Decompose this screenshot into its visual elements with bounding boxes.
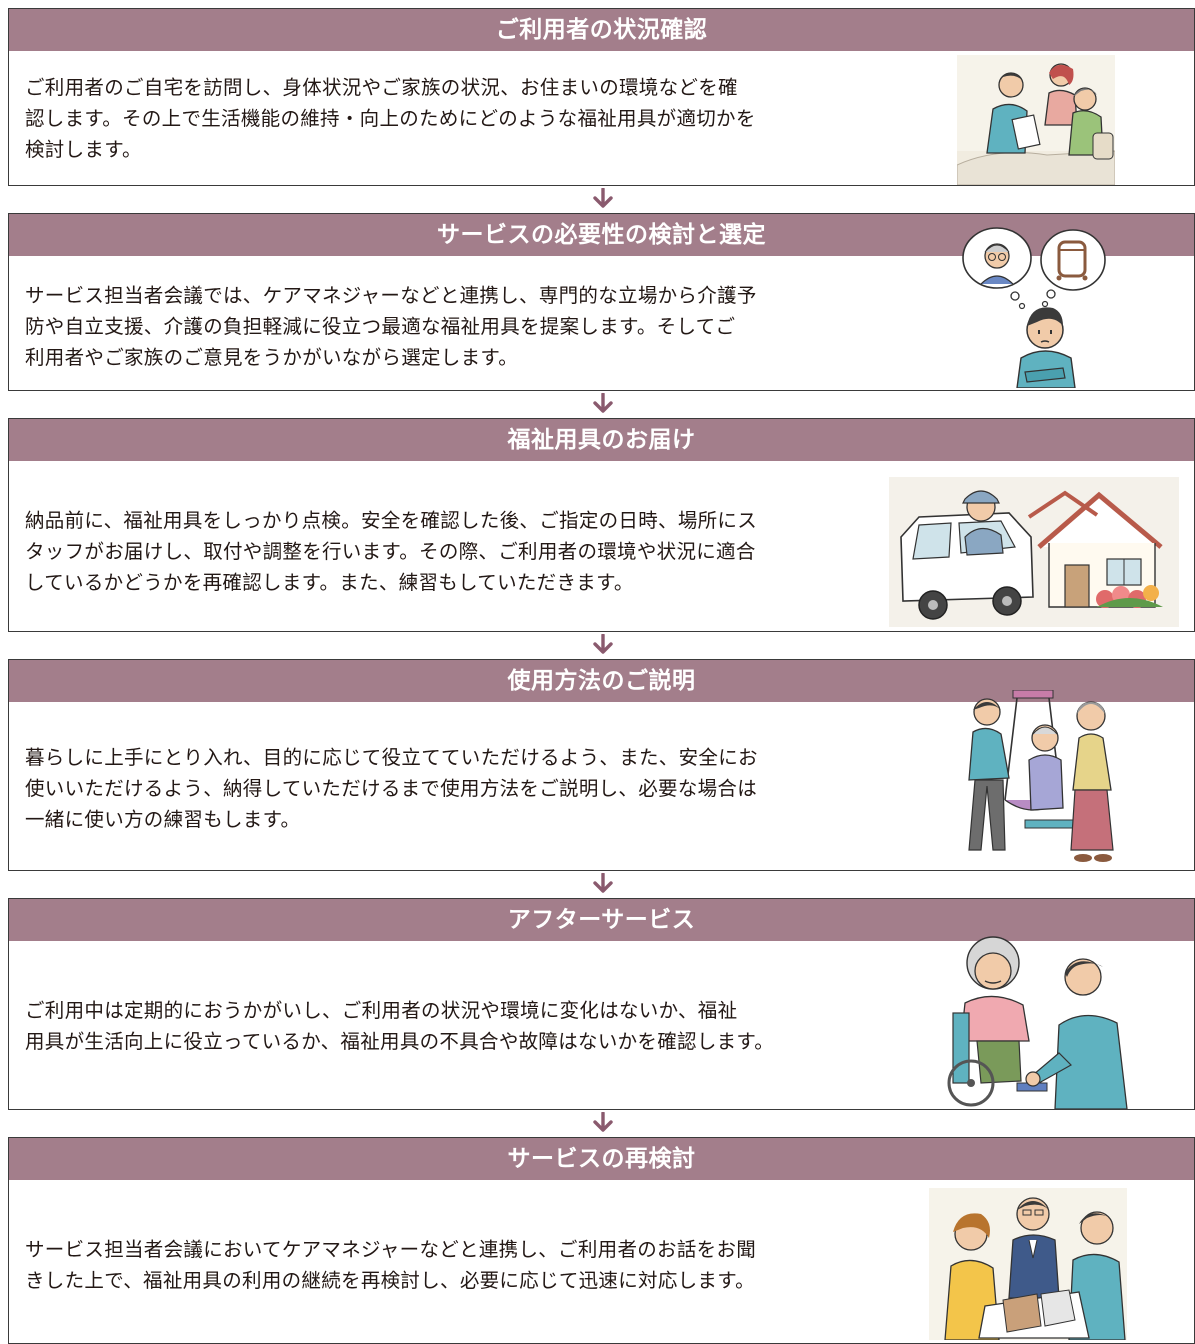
step-service-review: サービスの再検討 サービス担当者会議においてケアマネジャーなどと連携し、ご利用者… [8, 1137, 1195, 1344]
flow-arrow-down-icon [593, 393, 613, 413]
step-title: 使用方法のご説明 [9, 660, 1194, 702]
step-title: ご利用者の状況確認 [9, 9, 1194, 51]
step-description: ご利用者のご自宅を訪問し、身体状況やご家族の状況、お住まいの環境などを確 認しま… [25, 76, 756, 161]
step-status-check: ご利用者の状況確認 ご利用者のご自宅を訪問し、身体状況やご家族の状況、お住まいの… [8, 8, 1195, 186]
step-usage-explanation: 使用方法のご説明 暮らしに上手にとり入れ、目的に応じて役立てていただけるよう、ま… [8, 659, 1195, 871]
step-description: ご利用中は定期的におうかがいし、ご利用者の状況や環境に変化はないか、福祉 用具が… [25, 999, 775, 1053]
step-title: アフターサービス [9, 899, 1194, 941]
meeting-review-illustration [929, 1188, 1127, 1340]
step-title: サービスの再検討 [9, 1138, 1194, 1180]
delivery-van-house-illustration [889, 477, 1179, 627]
home-visit-illustration [957, 55, 1115, 185]
flow-arrow-down-icon [593, 1112, 613, 1132]
wheelchair-aftercare-illustration [947, 936, 1128, 1109]
step-after-service: アフターサービス ご利用中は定期的におうかがいし、ご利用者の状況や環境に変化はな… [8, 898, 1195, 1110]
flow-arrow-down-icon [593, 634, 613, 654]
step-description: サービス担当者会議においてケアマネジャーなどと連携し、ご利用者のお話をお聞 きし… [25, 1238, 757, 1292]
consultation-thinking-illustration [962, 227, 1106, 388]
step-necessity-review: サービスの必要性の検討と選定 サービス担当者会議では、ケアマネジャーなどと連携し… [8, 213, 1195, 391]
lift-usage-illustration [968, 690, 1114, 862]
step-description: 納品前に、福祉用具をしっかり点検。安全を確認した後、ご指定の日時、場所にス タッ… [25, 509, 758, 594]
step-title: 福祉用具のお届け [9, 419, 1194, 461]
flow-arrow-down-icon [593, 188, 613, 208]
step-description: サービス担当者会議では、ケアマネジャーなどと連携し、専門的な立場から介護予 防や… [25, 284, 757, 369]
step-delivery: 福祉用具のお届け 納品前に、福祉用具をしっかり点検。安全を確認した後、ご指定の日… [8, 418, 1195, 632]
flow-arrow-down-icon [593, 873, 613, 893]
step-description: 暮らしに上手にとり入れ、目的に応じて役立てていただけるよう、また、安全にお 使い… [25, 746, 758, 831]
